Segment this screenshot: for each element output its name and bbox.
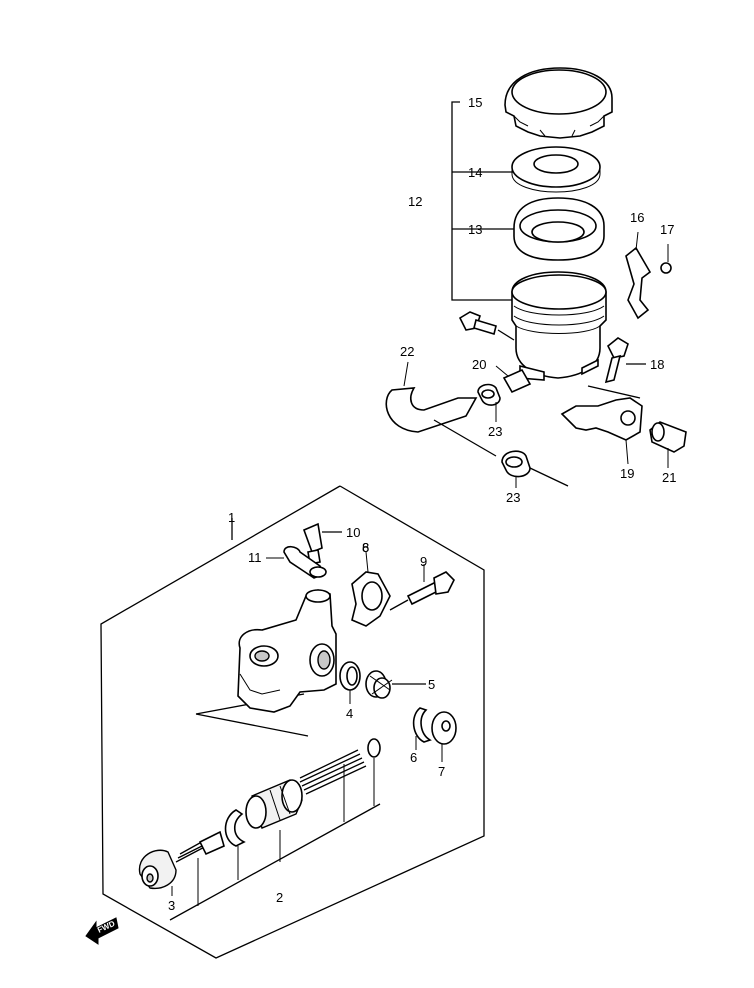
callout-15: 15 [468,95,482,110]
callout-6-lower: 6 [410,750,417,765]
callout-21: 21 [662,470,676,485]
piston-assembly [245,738,381,862]
circlip-lower [224,809,246,880]
callout-10: 10 [346,525,360,540]
master-cylinder-group [100,485,485,959]
callout-14: 14 [468,165,482,180]
diaphragm-plate [511,146,601,193]
o-ring [339,661,361,704]
mounting-bracket [625,231,652,320]
callout-17: 17 [660,222,674,237]
push-rod [175,830,225,906]
callout-3: 3 [168,898,175,913]
callout-16: 16 [630,210,644,225]
callout-2: 2 [276,890,283,905]
callout-20: 20 [472,357,486,372]
hose-joint [365,670,426,699]
push-rod-boot [138,849,177,896]
hose-connector [495,365,532,394]
mounting-bolt [604,337,646,384]
dust-washer [431,711,457,762]
callout-1: 1 [228,510,235,525]
bracket-bolt [660,244,672,274]
callout-5: 5 [428,677,435,692]
reservoir-hose [385,361,478,433]
hose-clamp-lower [501,450,531,488]
callout-22: 22 [400,344,414,359]
holder-sleeve [649,421,687,468]
handlebar-clamp [351,551,391,627]
master-cylinder-body [237,589,337,713]
reservoir-holder [560,385,643,465]
callout-9: 9 [420,554,427,569]
diaphragm [513,197,605,261]
callout-23-upper: 23 [488,424,502,439]
clamp-bolt [389,564,455,611]
banjo-fitting [266,545,327,579]
callout-19: 19 [620,466,634,481]
callout-23-lower: 23 [506,490,520,505]
reservoir-screw [458,311,515,341]
callout-6-upper: 6 [362,540,369,555]
forward-arrow-icon: FWD [85,917,119,945]
callout-11: 11 [248,550,262,565]
callout-4: 4 [346,706,353,721]
callout-12: 12 [408,194,422,209]
reservoir-group [385,67,687,488]
reservoir-cap [504,67,613,139]
circlip-upper [412,707,432,750]
callout-7: 7 [438,764,445,779]
callout-8: 8 [362,540,369,555]
hose-clamp-upper [477,383,501,422]
callout-13: 13 [468,222,482,237]
callout-18: 18 [650,357,664,372]
reservoir-body [511,271,607,381]
